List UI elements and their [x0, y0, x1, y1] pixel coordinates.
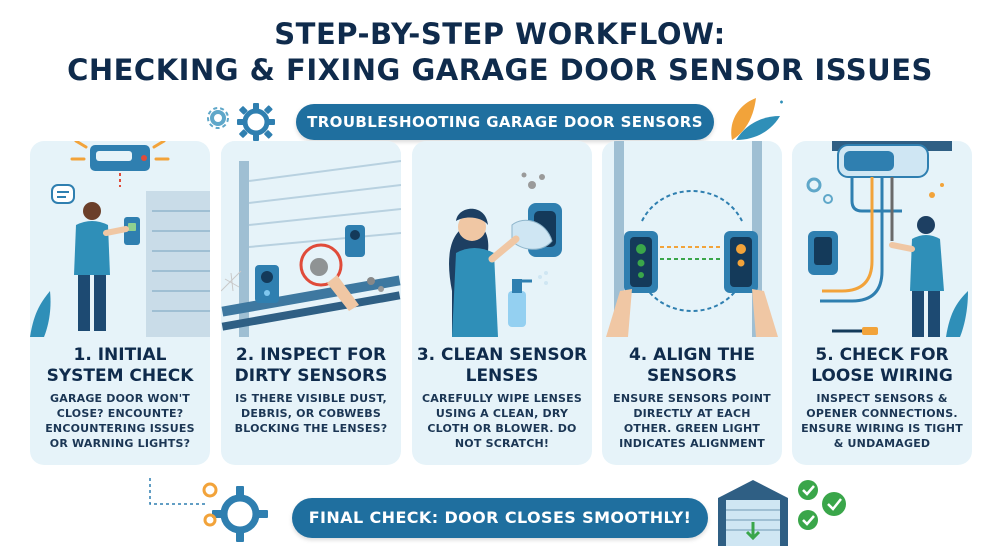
final-check-banner: FINAL CHECK: DOOR CLOSES SMOOTHLY!: [292, 498, 708, 538]
step-card-2: 2. INSPECT FOR DIRTY SENSORS IS THERE VI…: [221, 141, 401, 465]
wiring-icon: [806, 141, 968, 337]
spray-bottle-icon: [449, 172, 562, 337]
gears-icon: [207, 103, 275, 141]
step-1-description: GARAGE DOOR WON'T CLOSE? ENCOUNTE? ENCOU…: [45, 392, 195, 450]
step-card-4: 4. ALIGN THE SENSORS ENSURE SENSORS POIN…: [602, 141, 782, 465]
step-card-1: 1. INITIAL SYSTEM CHECK GARAGE DOOR WON'…: [30, 141, 210, 465]
garage-door-icon: [718, 480, 788, 546]
step-5-description: INSPECT SENSORS & OPENER CONNECTIONS. EN…: [801, 392, 963, 450]
warning-opener-icon: [30, 141, 210, 337]
step-5-heading: 5. CHECK FOR LOOSE WIRING: [811, 345, 953, 386]
leaf-icon: [731, 98, 783, 140]
step-card-5: 5. CHECK FOR LOOSE WIRING INSPECT SENSOR…: [792, 141, 972, 465]
page-title-line-2: CHECKING & FIXING GARAGE DOOR SENSOR ISS…: [67, 53, 933, 87]
step-2-description: IS THERE VISIBLE DUST, DEBRIS, OR COBWEB…: [234, 392, 388, 435]
step-4-description: ENSURE SENSORS POINT DIRECTLY AT EACH OT…: [613, 392, 771, 450]
checkmark-icon: [798, 480, 846, 530]
page-title: STEP-by-STEP WORKFLOW: CHECKING & FIXING…: [0, 16, 1000, 88]
magnifier-icon: [221, 141, 401, 337]
gears-icon: [149, 478, 268, 542]
step-card-3: 3. CLEAN SENSOR LENSES CAREFULLY WIPE LE…: [412, 141, 592, 465]
step-1-heading: 1. INITIAL SYSTEM CHECK: [46, 345, 194, 386]
subtitle-banner: TROUBLESHOOTING GARAGE DOOR SENSORS: [296, 104, 714, 140]
alignment-arrows-icon: [606, 141, 778, 337]
step-3-heading: 3. CLEAN SENSOR LENSES: [416, 345, 588, 386]
step-4-heading: 4. ALIGN THE SENSORS: [628, 345, 756, 386]
step-3-description: CAREFULLY WIPE LENSES USING A CLEAN, DRY…: [421, 392, 583, 450]
page-title-line-1: STEP-by-STEP WORKFLOW:: [274, 17, 726, 51]
step-2-heading: 2. INSPECT FOR DIRTY SENSORS: [234, 345, 388, 386]
